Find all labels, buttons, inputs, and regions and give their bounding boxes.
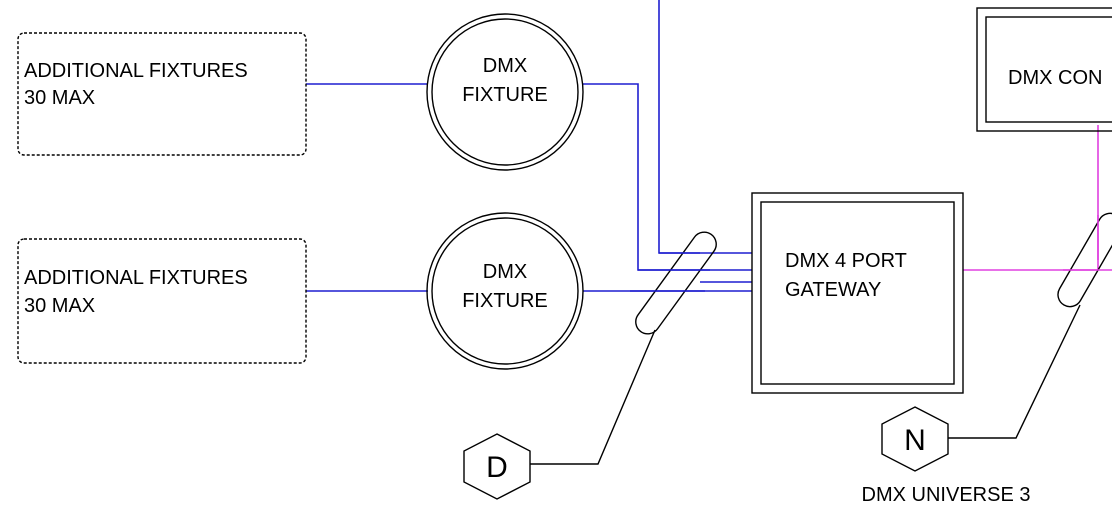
- leader-n-to-marker: [948, 304, 1081, 439]
- dmx-gateway-line2: GATEWAY: [785, 279, 881, 301]
- hexagon-n-icon: [881, 406, 949, 472]
- dmx-fixture-2-line1: DMX: [483, 261, 527, 283]
- dmx-gateway-inner-frame: [760, 201, 955, 385]
- tag-d: D: [463, 433, 531, 500]
- dmx-fixture-1-inner-ring: [431, 18, 579, 166]
- dmx-fixture-1: DMX FIXTURE: [426, 13, 584, 171]
- link-gateway-to-controller: [963, 125, 1099, 271]
- dmx-controller-outer-frame: [976, 7, 1112, 132]
- dmx-universe-caption: DMX UNIVERSE 3: [862, 484, 1031, 506]
- additional-fixtures-box-2-outline: [17, 238, 307, 364]
- dmx-controller: DMX CON: [976, 7, 1112, 132]
- cable-marker-2: [1057, 212, 1112, 308]
- dmx-fixture-2-outer-ring: [426, 212, 584, 370]
- tag-n: N: [881, 406, 949, 472]
- link-upstream-to-gateway: [658, 0, 752, 254]
- additional-fixtures-2-line1: ADDITIONAL FIXTURES: [24, 267, 248, 289]
- cable-marker-2-pill: [1057, 212, 1112, 308]
- leader-d-to-marker: [530, 329, 656, 465]
- dmx-fixture-1-line2: FIXTURE: [462, 84, 548, 106]
- dmx-fixture-2-inner-ring: [431, 217, 579, 365]
- dmx-controller-label: DMX CON: [1008, 67, 1102, 89]
- dmx-fixture-2-line2: FIXTURE: [462, 290, 548, 312]
- additional-fixtures-1-line2: 30 MAX: [24, 87, 95, 109]
- additional-fixtures-box-2: ADDITIONAL FIXTURES 30 MAX: [17, 238, 307, 364]
- dmx-fixture-1-outer-ring: [426, 13, 584, 171]
- dmx-gateway-line1: DMX 4 PORT: [785, 250, 907, 272]
- additional-fixtures-2-line2: 30 MAX: [24, 295, 95, 317]
- additional-fixtures-1-line1: ADDITIONAL FIXTURES: [24, 60, 248, 82]
- dmx-fixture-1-line1: DMX: [483, 55, 527, 77]
- dmx-gateway: DMX 4 PORT GATEWAY: [751, 192, 964, 394]
- tag-n-letter: N: [904, 424, 926, 457]
- dmx-gateway-outer-frame: [751, 192, 964, 394]
- additional-fixtures-box-1-outline: [17, 32, 307, 156]
- link-fixture-1-to-gateway: [583, 83, 752, 271]
- dmx-controller-inner-frame: [985, 16, 1112, 123]
- dmx-fixture-2: DMX FIXTURE: [426, 212, 584, 370]
- tag-d-letter: D: [486, 451, 508, 484]
- cable-marker-1: [635, 231, 717, 335]
- hexagon-d-icon: [463, 433, 531, 500]
- cable-marker-1-pill: [635, 231, 717, 335]
- additional-fixtures-box-1: ADDITIONAL FIXTURES 30 MAX: [17, 32, 307, 156]
